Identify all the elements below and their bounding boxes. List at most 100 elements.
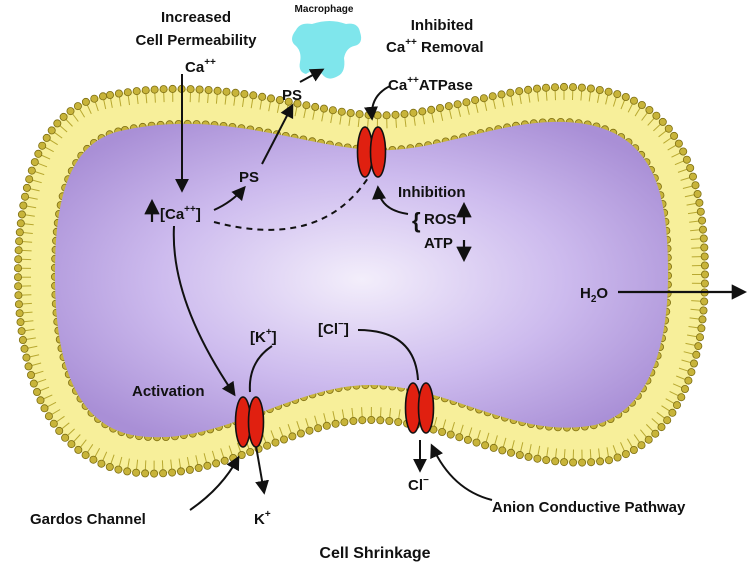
lipid-head [123, 467, 132, 476]
lipid-head [700, 297, 709, 306]
lipid-tail [220, 448, 225, 459]
lipid-head [376, 416, 385, 425]
lipid-tail [588, 91, 591, 102]
lipid-tail [127, 95, 130, 106]
lipid-head [322, 421, 331, 430]
lipid-tail [511, 440, 515, 451]
lipid-tail [42, 394, 53, 400]
lipid-head [67, 440, 76, 449]
lipid-head [314, 424, 323, 433]
lipid-tail [485, 432, 490, 443]
lipid-tail [677, 168, 688, 173]
lipid-head [73, 102, 82, 111]
lipid-tail [79, 439, 87, 448]
lipid-head [506, 448, 515, 457]
lipid-head [222, 87, 231, 96]
lipid-head [385, 416, 394, 425]
inhibited-label: Inhibited [411, 17, 474, 34]
lipid-head [16, 219, 25, 228]
lipid-head [677, 393, 686, 402]
lipid-tail [641, 112, 648, 121]
lipid-head [220, 456, 229, 465]
anion-channel [404, 382, 435, 434]
lipid-head [367, 415, 376, 424]
lipid-tail [161, 460, 164, 471]
lipid-head [355, 110, 364, 119]
lipid-tail [683, 351, 694, 355]
lipid-head [15, 228, 24, 237]
lipid-tail [665, 398, 675, 405]
lipid-head [15, 237, 24, 246]
lipid-tail [27, 345, 38, 349]
lipid-head [203, 461, 212, 470]
lipid-tail [287, 424, 292, 434]
lipid-head [668, 408, 677, 417]
lipid-head [481, 441, 490, 450]
lipid-tail [339, 114, 342, 125]
lipid-head [296, 429, 305, 438]
lipid-tail [653, 123, 662, 132]
lipid-head [684, 376, 693, 385]
lipid-tail [34, 171, 45, 176]
lipid-tail [22, 232, 33, 234]
lipid-tail [563, 449, 566, 460]
lipid-head [691, 181, 700, 190]
lipid-tail [118, 96, 122, 107]
lipid-tail [312, 109, 316, 120]
lipid-tail [59, 125, 68, 133]
lipid-tail [680, 177, 691, 181]
lipid-tail [667, 144, 677, 151]
lipid-head [337, 107, 346, 116]
lipid-head [515, 450, 524, 459]
lipid-tail [33, 370, 44, 375]
lipid-head [305, 426, 314, 435]
caption: Cell Shrinkage [319, 545, 430, 562]
lipid-head [463, 435, 472, 444]
lipid-head [698, 315, 707, 324]
lipid-head [472, 438, 481, 447]
lipid-head [194, 463, 203, 472]
lipid-head [204, 86, 213, 95]
lipid-head [17, 327, 26, 336]
lipid-tail [398, 409, 401, 420]
lipid-head [686, 163, 695, 172]
lipid-tail [357, 116, 360, 128]
lipid-tail [459, 424, 464, 435]
lipid-tail [341, 409, 345, 420]
lipid-head [213, 86, 222, 95]
lipid-head [186, 85, 195, 94]
lipid-tail [685, 342, 696, 346]
lipid-head [373, 111, 382, 120]
lipid-tail [22, 241, 33, 243]
lipid-head [358, 416, 367, 425]
lipid-head [275, 96, 284, 105]
lipid-tail [580, 90, 583, 101]
lipid-tail [270, 430, 275, 440]
lipid-head [644, 435, 653, 444]
lipid-tail [501, 97, 505, 108]
lipid-tail [48, 138, 58, 146]
lipid-head [271, 438, 280, 447]
lipid-head [105, 462, 114, 471]
lipid-head [453, 100, 462, 109]
lipid-tail [690, 308, 701, 311]
lipid-head [637, 101, 646, 110]
lipid-head [596, 457, 605, 466]
lipid-head [263, 441, 272, 450]
atp-label: ATP [424, 235, 453, 252]
lipid-head [311, 102, 320, 111]
lipid-tail [198, 92, 200, 103]
lipid-tail [110, 454, 115, 465]
lipid-tail [276, 102, 280, 113]
lipid-tail [31, 179, 42, 184]
lipid-head [699, 306, 708, 315]
lipid-head [700, 261, 709, 270]
lipid-head [114, 89, 123, 98]
lipid-head [479, 94, 488, 103]
lipid-tail [330, 113, 333, 124]
lipid-head [637, 441, 646, 450]
anion-pathway-label: Anion Conductive Pathway [492, 499, 686, 516]
lipid-head [99, 92, 108, 101]
lipid-tail [22, 311, 33, 314]
